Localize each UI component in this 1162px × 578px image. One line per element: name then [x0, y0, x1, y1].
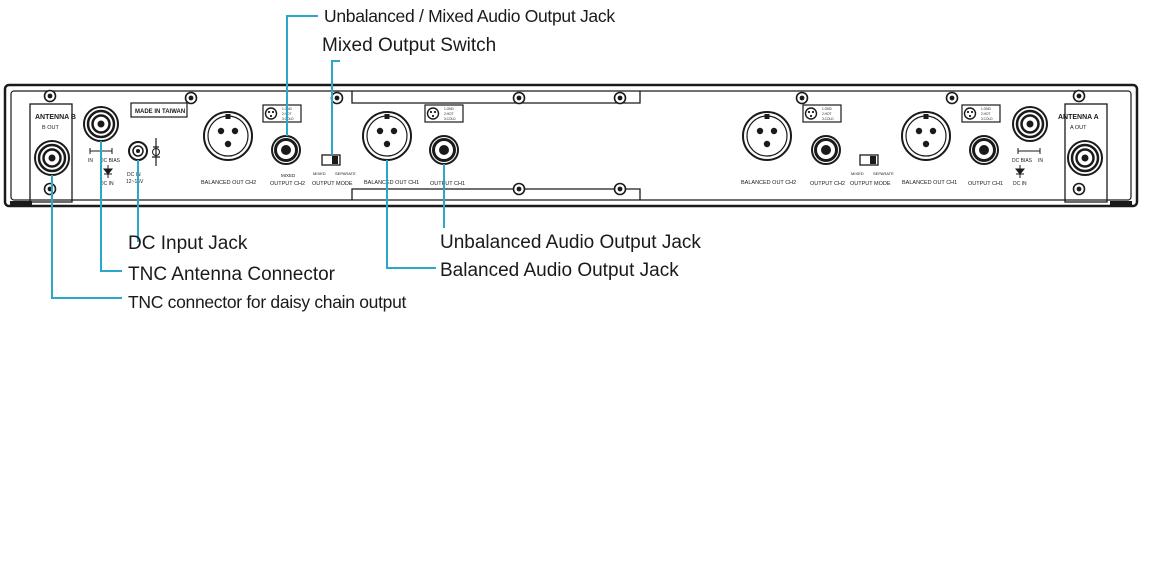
b-out-label: B OUT: [42, 125, 59, 131]
dc-input-section: MADE IN TAIWAN DC IN 12~15V: [126, 102, 188, 185]
xlr-balanced-out-left-ch2: [203, 111, 253, 161]
xlr-balanced-out-right-ch1: [901, 111, 951, 161]
callout-balanced-jack: Balanced Audio Output Jack: [440, 260, 679, 281]
output-group-right: BALANCED OUT CH2 1.GND 2.HOT 3.COLD OUTP…: [741, 104, 1003, 187]
phone-jack-output-ch2-right: [810, 134, 842, 166]
output-ch2-label-left: OUTPUT CH2: [270, 181, 305, 187]
mixed-output-switch-right: [859, 154, 879, 166]
pin1-label: 1.GND: [444, 107, 454, 111]
tnc-daisy-chain-connector: [33, 139, 71, 177]
pin1-label: 1.GND: [981, 107, 991, 111]
diode-symbol-icon: [102, 165, 114, 178]
callout-tnc-daisy: TNC connector for daisy chain output: [128, 292, 407, 312]
callout-unbalanced-mixed: Unbalanced / Mixed Audio Output Jack: [324, 6, 615, 26]
phone-jack-mixed-output-ch2: [270, 134, 302, 166]
balanced-out-label-left-ch1: BALANCED OUT CH1: [364, 180, 419, 186]
pin2-label: 2.HOT: [822, 112, 831, 116]
dc-bias-label-b: DC BIAS: [100, 158, 121, 164]
leader-lines: [51, 15, 445, 299]
pin2-label: 2.HOT: [444, 112, 453, 116]
dc-in-label-b: DC IN: [100, 181, 114, 187]
antenna-a-section: ANTENNA A A OUT DC BIAS IN DC IN: [1011, 105, 1104, 187]
balanced-out-label-left-ch2: BALANCED OUT CH2: [201, 180, 256, 186]
output-ch1-label-left: OUTPUT CH1: [430, 181, 465, 187]
antenna-b-label: ANTENNA B: [35, 114, 76, 121]
pin3-label: 3.COLD: [282, 117, 294, 121]
balanced-out-label-right-ch2: BALANCED OUT CH2: [741, 180, 796, 186]
mixed-switch-label-right: MIXED: [851, 171, 864, 176]
dc-polarity-icon: [152, 138, 160, 166]
callout-unbalanced-jack: Unbalanced Audio Output Jack: [440, 232, 701, 253]
balanced-out-label-right-ch1: BALANCED OUT CH1: [902, 180, 957, 186]
leader-tnc-antenna: [100, 141, 122, 272]
callout-tnc-antenna: TNC Antenna Connector: [128, 264, 336, 285]
leader-unbalanced-mixed: [286, 15, 318, 136]
diode-symbol-icon-right: [1014, 165, 1026, 178]
dc-in-label: DC IN: [127, 172, 141, 178]
pin3-label: 3.COLD: [444, 117, 456, 121]
leader-balanced-jack: [386, 160, 436, 269]
xlr-balanced-out-ch1: [362, 111, 412, 161]
callout-dc-input: DC Input Jack: [128, 233, 248, 254]
in-label-b: IN: [88, 158, 93, 164]
callout-mixed-switch: Mixed Output Switch: [322, 35, 496, 56]
dc-voltage-label: 12~15V: [126, 179, 144, 185]
dc-bias-label-a: DC BIAS: [1012, 158, 1033, 164]
pin1-label: 1.GND: [822, 107, 832, 111]
callout-labels: Unbalanced / Mixed Audio Output Jack Mix…: [128, 6, 701, 312]
phone-jack-unbalanced-output-ch1: [428, 134, 460, 166]
made-in-label: MADE IN TAIWAN: [135, 109, 185, 115]
in-label-a: IN: [1038, 158, 1043, 164]
pin2-label: 2.HOT: [981, 112, 990, 116]
tnc-antenna-a-out-connector: [1066, 139, 1104, 177]
separate-switch-label: SEPARATE: [335, 171, 356, 176]
pin3-label: 3.COLD: [981, 117, 993, 121]
antenna-a-label: ANTENNA A: [1058, 114, 1099, 121]
mixed-label-left: MIXED: [281, 173, 296, 178]
phone-jack-output-ch1-right: [968, 134, 1000, 166]
pin3-label: 3.COLD: [822, 117, 834, 121]
output-mode-label-right: OUTPUT MODE: [850, 181, 891, 187]
separate-switch-label-right: SEPARATE: [873, 171, 894, 176]
tnc-antenna-b-connector: [82, 105, 120, 143]
mixed-switch-label: MIXED: [313, 171, 326, 176]
output-ch1-label-right: OUTPUT CH1: [968, 181, 1003, 187]
output-mode-label-left: OUTPUT MODE: [312, 181, 353, 187]
xlr-balanced-out-right-ch2: [742, 111, 792, 161]
leader-mixed-switch: [331, 60, 340, 155]
dc-in-label-a: DC IN: [1013, 181, 1027, 187]
tnc-antenna-a-connector: [1011, 105, 1049, 143]
leader-tnc-daisy: [51, 175, 122, 299]
output-ch2-label-right: OUTPUT CH2: [810, 181, 845, 187]
a-out-label: A OUT: [1070, 125, 1087, 131]
